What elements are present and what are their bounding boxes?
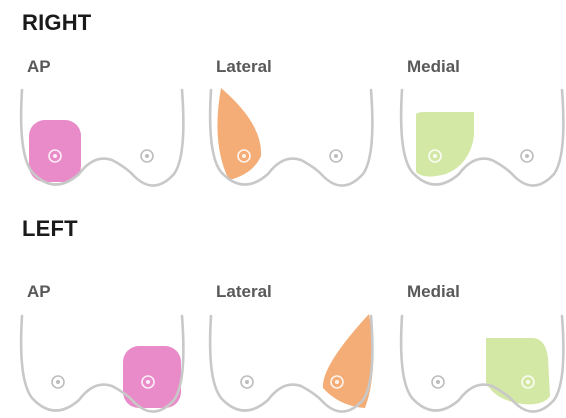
medial-region-left <box>486 338 550 404</box>
breast-diagram-right-ap <box>14 84 190 192</box>
nipple-icon-left <box>141 150 153 162</box>
view-label-right-ap: AP <box>27 57 51 77</box>
nipple-icon-left <box>330 150 342 162</box>
nipple-icon-left <box>521 150 533 162</box>
view-label-left-lateral: Lateral <box>216 282 272 302</box>
section-title-right: RIGHT <box>22 10 91 36</box>
breast-diagram-left-medial <box>394 310 566 418</box>
view-label-right-lateral: Lateral <box>216 57 272 77</box>
ap-region-right <box>29 120 81 182</box>
view-label-left-ap: AP <box>27 282 51 302</box>
breast-diagram-left-ap <box>14 310 190 418</box>
view-label-right-medial: Medial <box>407 57 460 77</box>
nipple-icon-right <box>52 376 64 388</box>
breast-diagram-left-lateral <box>203 310 379 418</box>
breast-diagram-right-lateral <box>203 84 379 192</box>
section-title-left: LEFT <box>22 216 78 242</box>
view-label-left-medial: Medial <box>407 282 460 302</box>
nipple-icon-right <box>432 376 444 388</box>
lateral-region-right <box>217 88 261 180</box>
breast-diagram-right-medial <box>394 84 566 192</box>
nipple-icon-right <box>241 376 253 388</box>
